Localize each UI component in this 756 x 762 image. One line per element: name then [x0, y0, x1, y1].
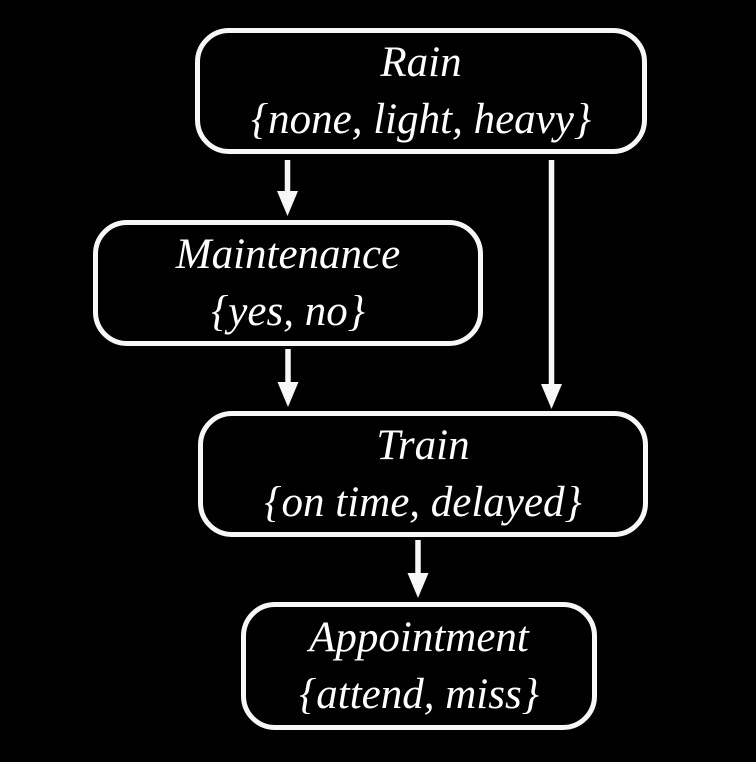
node-rain: Rain {none, light, heavy} — [195, 28, 647, 154]
node-train-domain: {on time, delayed} — [264, 479, 582, 526]
edge-maintenance-to-train-arrow — [277, 349, 299, 407]
node-maintenance: Maintenance {yes, no} — [93, 220, 483, 346]
node-rain-label: Rain — [380, 39, 462, 86]
node-maintenance-label: Maintenance — [175, 231, 401, 278]
node-appointment: Appointment {attend, miss} — [241, 602, 597, 730]
node-train-label: Train — [376, 422, 470, 469]
node-train: Train {on time, delayed} — [198, 411, 648, 537]
edge-train-to-appointment-arrow — [407, 540, 429, 598]
node-appointment-label: Appointment — [309, 614, 529, 661]
node-maintenance-domain: {yes, no} — [211, 288, 365, 335]
edge-rain-to-maintenance-arrow — [277, 160, 298, 216]
edge-rain-to-train-arrow — [541, 160, 562, 409]
node-appointment-domain: {attend, miss} — [299, 671, 539, 718]
node-rain-domain: {none, light, heavy} — [250, 96, 592, 143]
